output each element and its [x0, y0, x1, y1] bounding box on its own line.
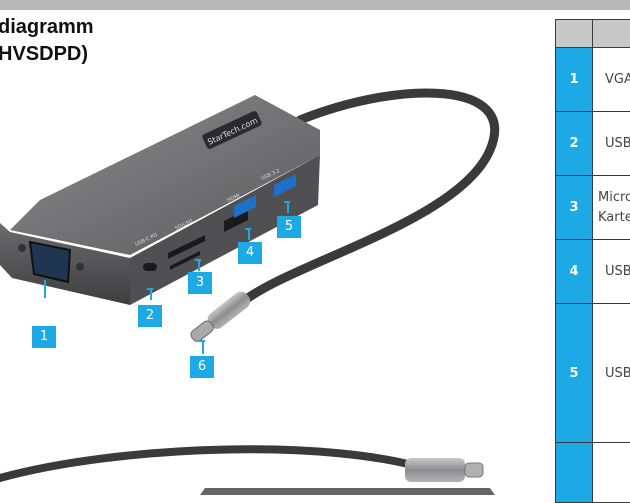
leader-2-end — [147, 288, 153, 290]
callout-5: 5 — [277, 216, 301, 238]
callout-4: 4 — [238, 242, 262, 264]
legend-num-6 — [556, 443, 593, 503]
legend-num-3: 3 — [556, 176, 593, 240]
legend-row-1: 1 VGA — [556, 48, 630, 112]
top-bar — [0, 0, 630, 10]
legend-row-6 — [556, 443, 630, 503]
leader-1 — [44, 280, 46, 298]
legend-row-4: 4 USB — [556, 240, 630, 304]
legend-text-4: USB — [593, 240, 630, 304]
legend-header — [556, 20, 630, 48]
title-line-1: diagramm — [0, 15, 94, 39]
legend-text-5: USB — [593, 304, 630, 443]
leader-3-end — [195, 259, 201, 261]
callout-1: 1 — [32, 326, 56, 348]
lower-connector — [405, 458, 465, 482]
leader-5-end — [284, 201, 290, 203]
callout-3: 3 — [188, 272, 212, 294]
legend-row-5: 5 USB — [556, 304, 630, 443]
legend-num-1: 1 — [556, 48, 593, 112]
leader-6-end — [199, 340, 205, 342]
lower-cable — [0, 449, 430, 478]
legend-text-3-line-2: Karte — [598, 210, 630, 225]
usb-c-connector — [187, 288, 253, 345]
legend-num-5: 5 — [556, 304, 593, 443]
legend-num-2: 2 — [556, 112, 593, 176]
callout-6: 6 — [190, 356, 214, 378]
product-illustration: StarTech.com USB-C PD SD/µSD HDMI USB 3.… — [0, 60, 540, 495]
legend-row-2: 2 USB — [556, 112, 630, 176]
legend-text-3-line-1: Micro — [598, 190, 630, 205]
callout-2: 2 — [138, 305, 162, 327]
legend-text-2: USB — [593, 112, 630, 176]
legend-num-4: 4 — [556, 240, 593, 304]
legend-text-6 — [593, 443, 630, 503]
legend-text-1: VGA — [593, 48, 630, 112]
leader-4-end — [245, 228, 251, 230]
lower-hub-edge — [200, 488, 495, 495]
leader-6 — [202, 340, 204, 354]
usb-c-port — [143, 263, 157, 271]
